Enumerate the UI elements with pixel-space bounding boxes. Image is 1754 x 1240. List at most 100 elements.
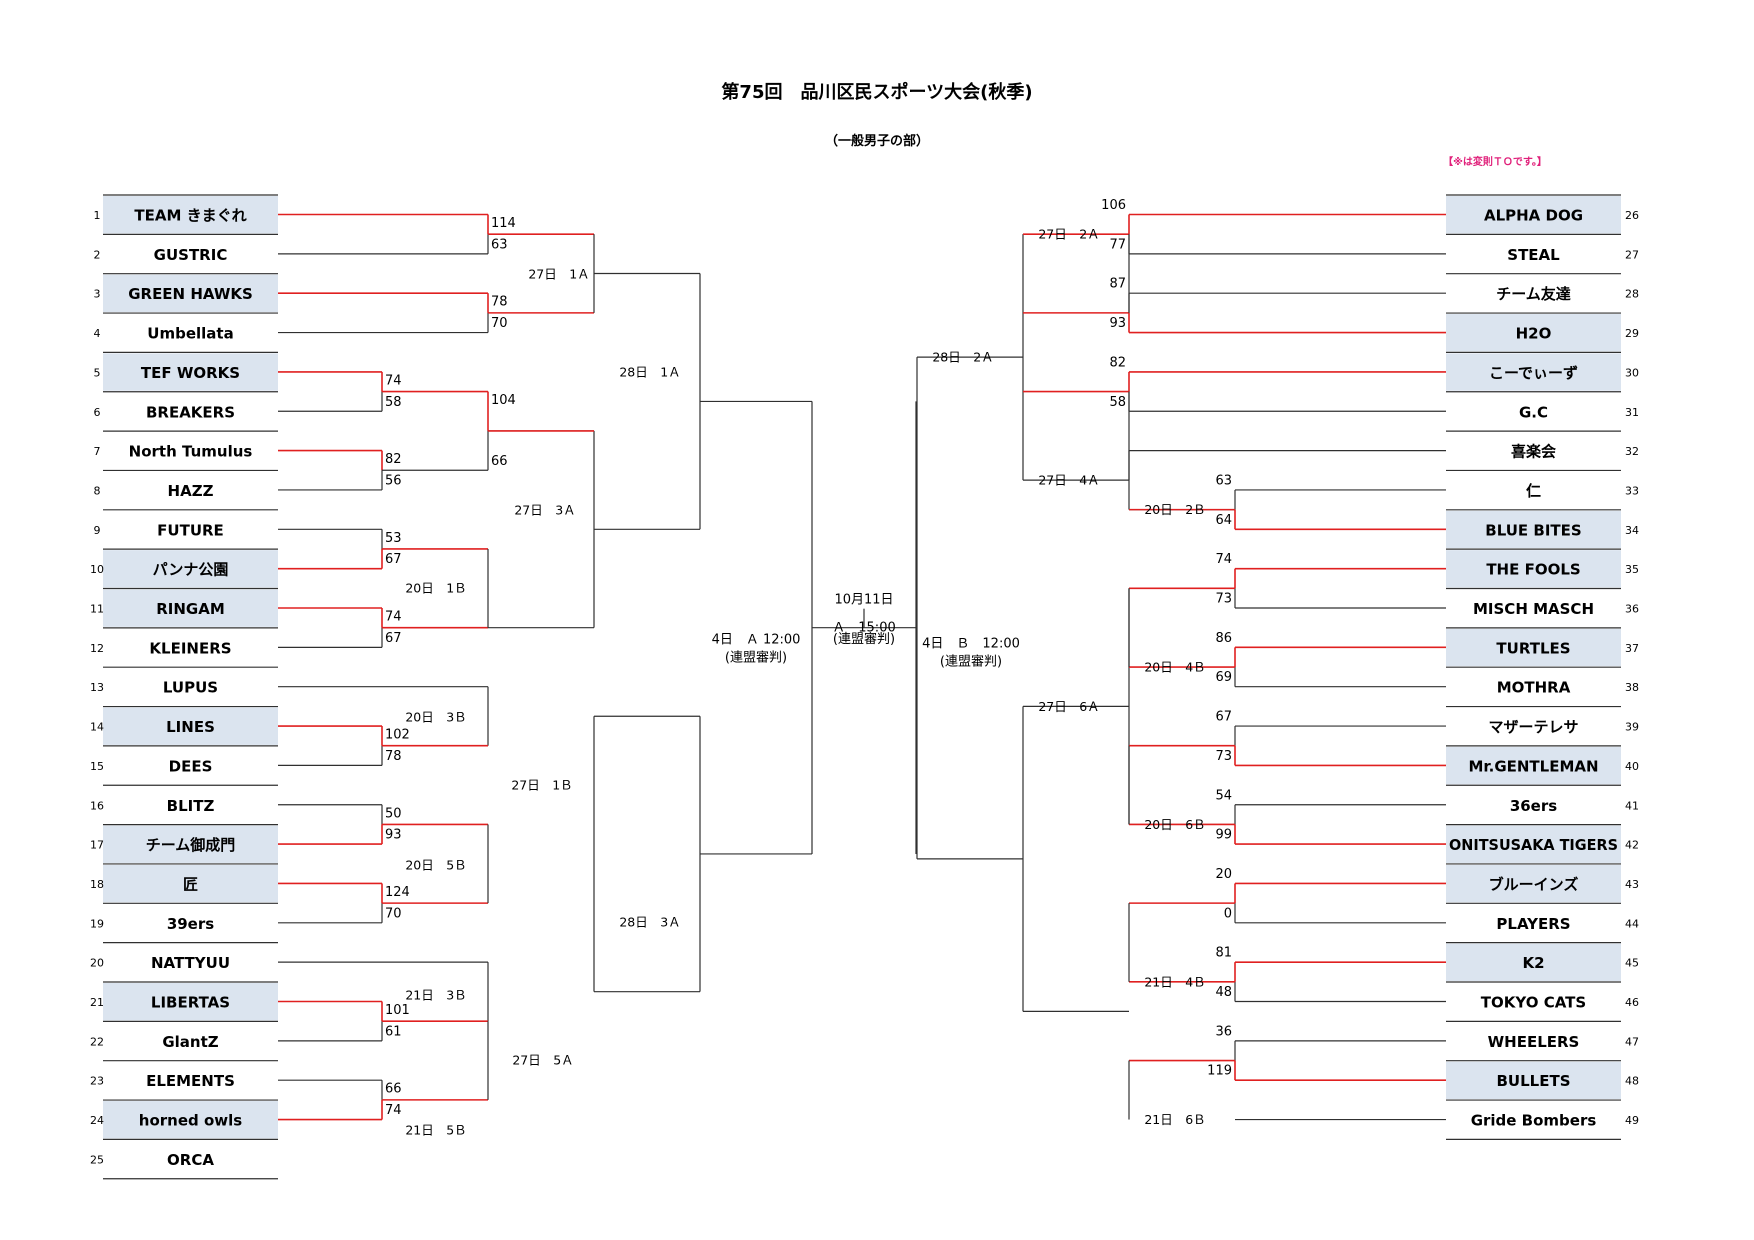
team-name: BLUE BITES: [1485, 521, 1581, 539]
match-label: 21日 6Ｂ: [1144, 1112, 1205, 1127]
team-number: 2: [94, 248, 101, 261]
team-highlight: [103, 825, 278, 863]
team-number: 38: [1625, 681, 1639, 694]
team-highlight: [103, 864, 278, 903]
score-bottom: 63: [491, 237, 508, 252]
team-name: RINGAM: [156, 600, 225, 618]
score-top: 124: [385, 885, 410, 900]
match-label: 28日 3Ａ: [619, 915, 680, 930]
team-highlight: [1446, 746, 1621, 785]
score-top: 81: [1215, 946, 1232, 961]
team-highlight: [1446, 353, 1621, 391]
team-name: ALPHA DOG: [1484, 207, 1583, 225]
team-number: 42: [1625, 839, 1639, 852]
match-label: 21日 4Ｂ: [1144, 974, 1205, 989]
team-number: 36: [1625, 603, 1639, 616]
team-number: 44: [1625, 917, 1639, 930]
page-subtitle: （一般男子の部）: [824, 134, 929, 149]
team-name: GUSTRIC: [154, 246, 228, 264]
final-date: 10月11日: [834, 593, 893, 608]
team-highlight: [1446, 196, 1621, 234]
team-highlight: [103, 196, 278, 234]
team-name: LIBERTAS: [151, 994, 230, 1012]
match-label: 27日 6Ａ: [1038, 699, 1099, 714]
match-label: 21日 3Ｂ: [405, 988, 466, 1003]
team-number: 32: [1625, 445, 1639, 458]
team-name: TURTLES: [1496, 639, 1570, 657]
team-number: 4: [94, 327, 101, 340]
team-number: 41: [1625, 799, 1639, 812]
team-highlight: [1446, 550, 1621, 588]
team-number: 40: [1625, 760, 1639, 773]
match-label: 20日 2Ｂ: [1144, 502, 1205, 517]
team-highlight: [103, 550, 278, 588]
team-number: 19: [90, 917, 104, 930]
score-bottom: 99: [1215, 828, 1232, 843]
team-name: 匠: [183, 875, 198, 893]
team-name: K2: [1522, 954, 1544, 972]
team-name: North Tumulus: [129, 443, 253, 461]
match-label: 27日 5Ａ: [512, 1053, 573, 1068]
score-bottom: 119: [1207, 1064, 1232, 1079]
match-label: 21日 5Ｂ: [405, 1123, 466, 1138]
score-top: 74: [1215, 552, 1232, 567]
team-name: G.C: [1519, 403, 1548, 421]
score-top: 67: [1215, 710, 1232, 725]
team-number: 37: [1625, 642, 1639, 655]
semifinal-left-time: 4日 Ａ 12:00: [712, 633, 801, 648]
team-name: マザーテレサ: [1488, 718, 1578, 736]
score-bottom: 70: [491, 316, 508, 331]
semifinal-left-referee: (連盟審判): [725, 651, 787, 666]
team-name: こーでぃーず: [1489, 364, 1578, 382]
score-bottom: 58: [385, 395, 402, 410]
score-top: 106: [1101, 198, 1126, 213]
team-name: 喜楽会: [1511, 443, 1556, 461]
score-bottom: 48: [1215, 985, 1232, 1000]
score-bottom: 77: [1109, 237, 1126, 252]
team-number: 3: [94, 288, 101, 301]
team-number: 20: [90, 957, 104, 970]
team-name: STEAL: [1507, 246, 1560, 264]
page-title: 第75回 品川区民スポーツ大会(秋季): [721, 82, 1033, 103]
score-bottom: 93: [1109, 316, 1126, 331]
match-label: 27日 1Ｂ: [511, 778, 572, 793]
score-top: 104: [491, 393, 516, 408]
score-top: 114: [491, 216, 516, 231]
team-name: DEES: [169, 757, 213, 775]
team-number: 22: [90, 1035, 104, 1048]
team-name: TEF WORKS: [141, 364, 240, 382]
match-label: 27日 2Ａ: [1038, 227, 1099, 242]
team-name: 36ers: [1510, 797, 1557, 815]
team-highlight: [103, 274, 278, 313]
team-highlight: [103, 353, 278, 391]
team-name: MISCH MASCH: [1473, 600, 1594, 618]
score-top: 53: [385, 531, 402, 546]
team-name: パンナ公園: [153, 561, 229, 579]
score-top: 54: [1215, 788, 1232, 803]
team-highlight: [1446, 510, 1621, 549]
team-name: 仁: [1526, 482, 1541, 500]
score-top: 74: [385, 373, 402, 388]
team-highlight: [103, 589, 278, 627]
semifinal-right-time: 4日 Ｂ 12:00: [922, 637, 1020, 652]
match-label: 20日 1Ｂ: [405, 581, 466, 596]
team-name: MOTHRA: [1497, 679, 1571, 697]
score-bottom: 64: [1215, 513, 1232, 528]
team-number: 7: [94, 445, 101, 458]
team-number: 11: [90, 603, 104, 616]
team-name: 39ers: [167, 915, 214, 933]
team-name: WHEELERS: [1488, 1033, 1580, 1051]
score-top: 66: [385, 1082, 402, 1097]
score-bottom: 69: [1215, 670, 1232, 685]
team-number: 47: [1625, 1035, 1639, 1048]
score-bottom: 67: [385, 552, 402, 567]
team-name: Umbellata: [147, 325, 233, 343]
team-name: ORCA: [167, 1151, 214, 1169]
team-name: BULLETS: [1496, 1072, 1570, 1090]
team-number: 25: [90, 1153, 104, 1166]
team-name: チーム友達: [1496, 285, 1571, 303]
match-label: 20日 3Ｂ: [405, 710, 466, 725]
score-bottom: 58: [1109, 395, 1126, 410]
team-highlight: [1446, 314, 1621, 352]
